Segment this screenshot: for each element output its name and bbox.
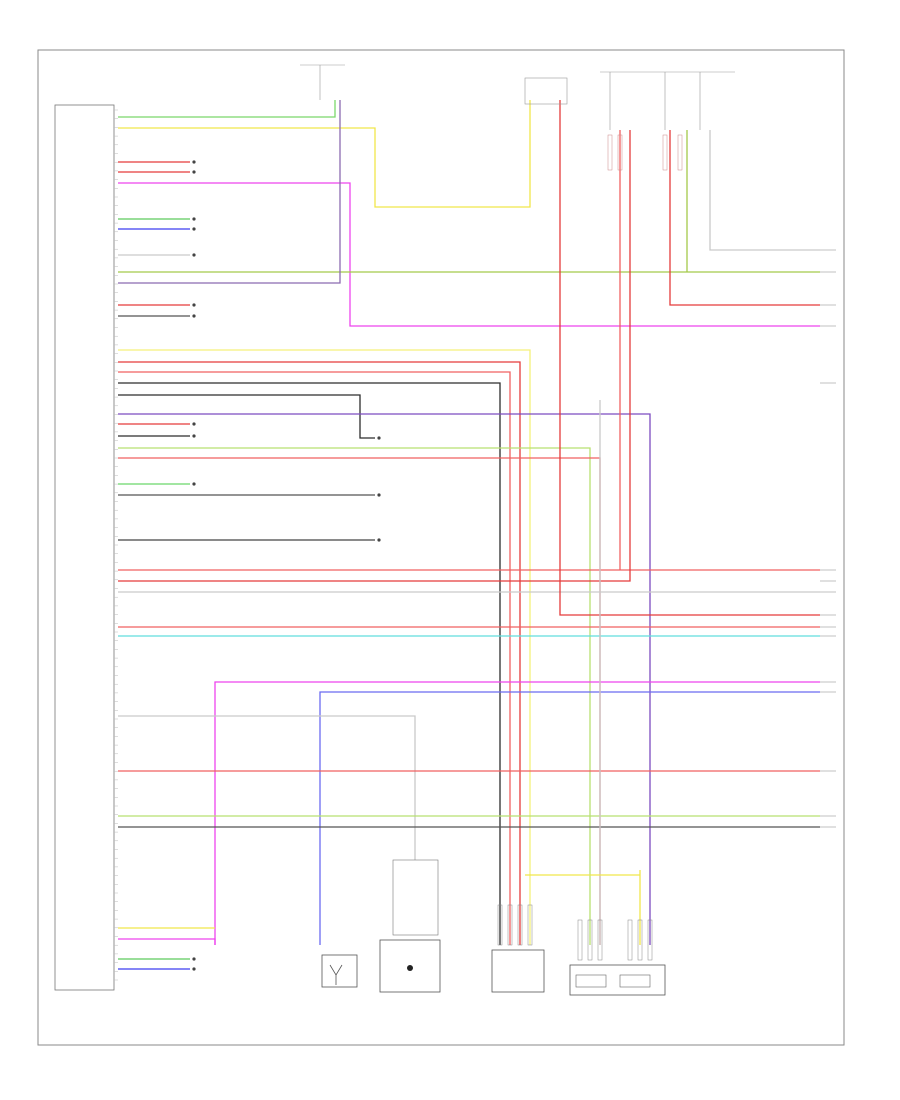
fuel-pump-pin: [517, 904, 523, 946]
wire-5: [118, 182, 820, 327]
injector-pin: [647, 919, 653, 961]
wire-14: [118, 361, 521, 945]
injector-pin: [577, 919, 583, 961]
wire-terminal: [192, 303, 196, 307]
wire-terminal: [192, 217, 196, 221]
wire-terminal: [192, 253, 196, 257]
wire-terminal: [192, 434, 196, 438]
wire-33: [118, 715, 416, 860]
ecm-box: [54, 104, 115, 991]
fuel-pump-pin: [527, 904, 533, 946]
wire-27: [118, 130, 631, 582]
wire-2: [118, 100, 531, 208]
injector-pin: [627, 919, 633, 961]
fuse-pin: [607, 134, 613, 171]
wire-group: [118, 100, 836, 971]
wire-terminal: [192, 170, 196, 174]
wire-terminal: [192, 314, 196, 318]
wire-21: [118, 447, 591, 945]
injector-pin: [587, 919, 593, 961]
wire-22: [118, 457, 601, 945]
fuse-block: [600, 71, 735, 130]
wire-1: [118, 100, 336, 118]
wire-18: [118, 413, 651, 945]
fuse-pin: [662, 134, 668, 171]
fuse-pin: [677, 134, 683, 171]
fuel-pump-pin: [497, 904, 503, 946]
wire-32: [319, 691, 820, 945]
wire-terminal: [377, 538, 381, 542]
riser-wire-5: [709, 130, 820, 251]
top-connector-mid: [524, 77, 568, 105]
wire-38: [118, 938, 216, 945]
riser-wire-3: [669, 130, 820, 306]
injector-pin: [597, 919, 603, 961]
wire-17: [118, 394, 375, 439]
wire-terminal: [377, 493, 381, 497]
wire-terminal: [192, 482, 196, 486]
injector-component: [569, 964, 666, 996]
wire-13: [118, 349, 531, 945]
wire-16: [118, 382, 501, 945]
wire-15: [118, 371, 511, 945]
relay-component: [321, 954, 358, 988]
top-connector-left: [300, 64, 345, 100]
wire-terminal: [192, 160, 196, 164]
wire-terminal: [192, 422, 196, 426]
wire-terminal: [377, 436, 381, 440]
fuel-pump-pin: [507, 904, 513, 946]
wire-10: [118, 100, 341, 284]
wire-31: [214, 681, 820, 945]
fuel-pump-component: [491, 949, 545, 993]
wire-terminal: [192, 227, 196, 231]
diagram-frame: [37, 49, 845, 1046]
wire-terminal: [192, 967, 196, 971]
pin-tick-group: [114, 109, 118, 981]
wire-terminal: [192, 957, 196, 961]
injector-pin: [637, 919, 643, 961]
fuse-pin: [617, 134, 623, 171]
riser-wire-1: [559, 100, 820, 616]
starter-component: [379, 859, 441, 993]
